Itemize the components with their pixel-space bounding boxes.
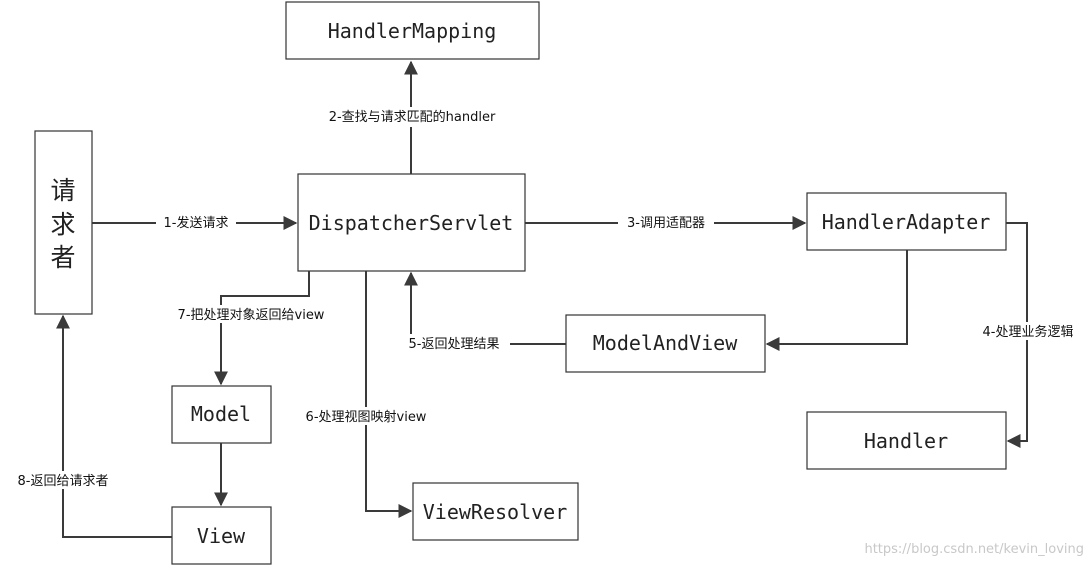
dispatcher-servlet-label: DispatcherServlet [309,211,514,235]
edge-8-label: 8-返回给请求者 [18,474,109,489]
handler-label: Handler [864,429,948,453]
handler-adapter-label: HandlerAdapter [822,210,991,234]
edge-3-label: 3-调用适配器 [627,216,705,231]
view-node: View [171,506,272,565]
model-and-view-label: ModelAndView [593,331,738,355]
edge-5-arrow [404,271,566,345]
dispatcher-servlet-node: DispatcherServlet [297,173,526,272]
handler-mapping-label: HandlerMapping [328,19,497,43]
edge-7-arrow [214,271,310,386]
view-label: View [197,524,246,548]
edge-6-arrow [365,271,413,518]
edge-5-label: 5-返回处理结果 [409,337,500,352]
edge-4-label: 4-处理业务逻辑 [983,324,1074,340]
model-node: Model [171,385,272,444]
view-resolver-label: ViewResolver [423,500,568,524]
edge-1-label: 1-发送请求 [164,215,229,231]
edge-7-label: 7-把处理对象返回给view [178,308,325,323]
requester-node: 请 求 者 [34,130,93,315]
handler-adapter-to-model-and-view-arrow [765,250,908,351]
view-resolver-node: ViewResolver [412,482,579,541]
handler-node: Handler [806,411,1007,470]
requester-char-1: 请 [50,176,75,205]
requester-char-2: 求 [50,210,75,239]
watermark-url: https://blog.csdn.net/kevin_loving [864,542,1084,557]
edge-2-label: 2-查找与请求匹配的handler [329,109,496,125]
handler-mapping-node: HandlerMapping [285,1,540,60]
model-and-view-node: ModelAndView [565,314,766,373]
model-label: Model [191,402,251,426]
edge-8-arrow [56,314,172,538]
edge-6-label: 6-处理视图映射view [306,409,427,425]
handler-adapter-node: HandlerAdapter [806,192,1007,251]
requester-char-3: 者 [50,243,75,272]
